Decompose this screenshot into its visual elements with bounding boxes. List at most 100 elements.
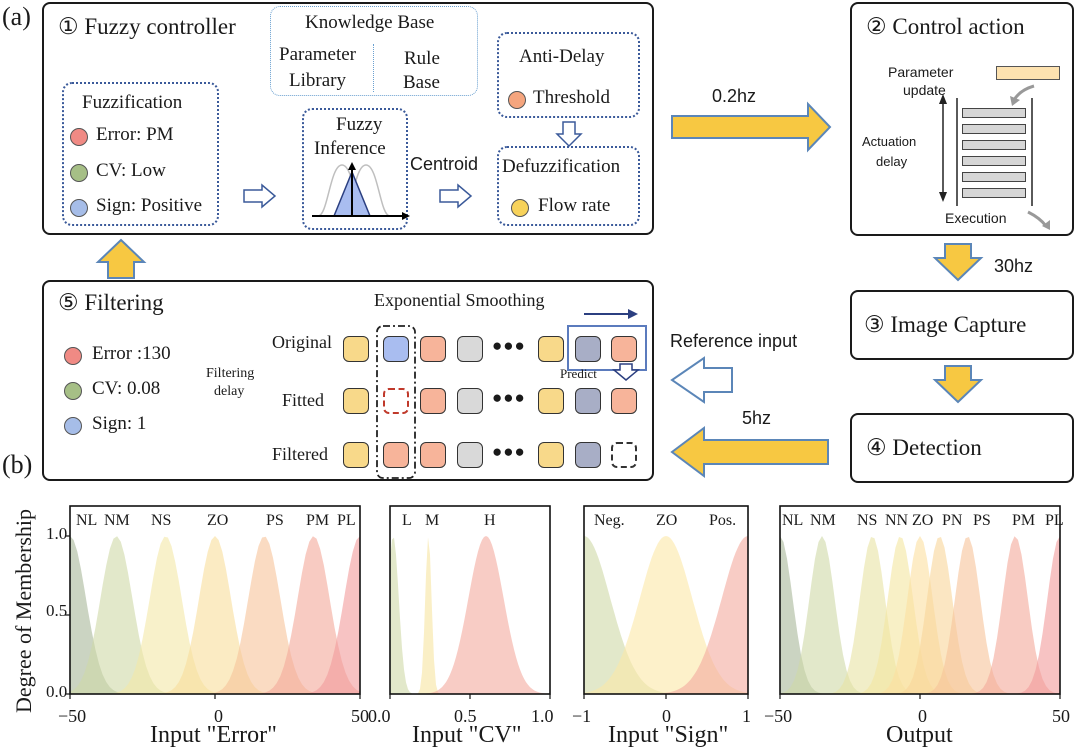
membership-curve [584,536,748,694]
sample-square [420,442,446,468]
set-label: NM [104,512,130,529]
ellipsis-dots: ●●● [492,336,526,355]
execution-label: Execution [945,210,1007,226]
error-dot-icon [64,347,82,365]
set-label: PM [306,512,330,529]
queue-slot [962,188,1026,198]
parameter-library-line1: Parameter [279,44,357,65]
row-label-filtered: Filtered [272,444,328,464]
threshold-dot-icon [508,91,526,109]
anti-delay-title: Anti-Delay [519,46,605,67]
sample-square [611,336,637,362]
queue-slot [962,172,1026,182]
set-label: L [402,512,412,529]
sample-square [420,336,446,362]
row-label-fitted: Fitted [282,390,325,410]
sample-square [457,336,483,362]
sample-square [343,336,369,362]
membership-curve [70,536,360,694]
queue-slot [962,156,1026,166]
filtering-error: Error :130 [92,343,171,364]
predict-label: Predict [560,366,597,381]
y-tick: 0.0 [46,682,68,701]
x-tick: −50 [764,706,793,726]
membership-curve [780,537,1060,694]
set-label: NS [151,512,172,529]
filtering-delay-line1: Filtering [206,366,255,381]
sample-square [383,336,409,362]
knowledge-base-title: Knowledge Base [305,12,435,33]
sample-square [611,388,637,414]
chart-title-error: Input "Error" [150,722,277,748]
set-label: NN [885,512,909,529]
queue-slot [962,140,1026,150]
rate-detection-to-filter: 5hz [742,408,772,428]
detection-title: ④ Detection [866,435,982,460]
x-tick: 0.0 [368,706,391,726]
x-tick: −1 [572,706,592,726]
flow-rate-dot-icon [511,199,529,217]
fuzzification-sign: Sign: Positive [96,195,203,216]
set-label: PM [1012,512,1036,529]
membership-curve [390,537,550,694]
defuzzification-title: Defuzzification [502,156,621,177]
filtering-title: ⑤ Filtering [58,290,164,315]
y-tick: 1.0 [46,524,68,543]
sample-square [420,388,446,414]
filtering-delay-line2: delay [214,384,245,399]
exponential-smoothing-title: Exponential Smoothing [374,290,545,310]
parameter-update-line1: Parameter [888,64,954,80]
set-label: ZO [912,512,934,529]
x-tick: −50 [58,706,87,726]
set-label: NS [857,512,878,529]
set-label: PL [337,512,356,529]
x-tick: 0 [214,706,223,726]
predicted-sample-square [611,442,637,468]
parameter-update-line2: update [903,82,946,98]
x-tick: 1 [742,706,751,726]
missing-sample-square [383,388,409,414]
detection-panel [850,413,1074,483]
image-capture-title: ③ Image Capture [864,312,1027,337]
x-tick: 0 [662,706,671,726]
rate-action-to-capture: 30hz [994,256,1034,276]
x-tick: 1.0 [531,706,554,726]
parameter-update-block [996,66,1060,80]
membership-curve [70,536,360,694]
cv-dot-icon [64,382,82,400]
ellipsis-dots: ●●● [492,442,526,461]
sample-square [343,388,369,414]
x-tick: 50 [1052,706,1070,726]
filtering-cv: CV: 0.08 [92,378,161,399]
set-label: Neg. [594,512,625,529]
sample-square [575,336,601,362]
fuzzification-error: Error: PM [96,124,174,145]
sample-square [343,442,369,468]
fuzzy-inference-line2: Inference [314,138,386,159]
set-label: NM [810,512,836,529]
row-label-original: Original [272,332,332,352]
ellipsis-dots: ●●● [492,388,526,407]
defuzzification-box [497,146,640,226]
set-label: ZO [656,512,678,529]
image-capture-panel [850,290,1074,360]
anti-delay-box [497,32,640,118]
fuzzification-title: Fuzzification [82,92,183,113]
rate-fuzzy-to-action: 0.2hz [712,86,757,106]
chart-title-cv: Input "CV" [412,722,522,748]
membership-curve [780,536,1060,694]
actuation-delay-line1: Actuation [862,134,917,149]
error-dot-icon [70,128,88,146]
sample-square [575,388,601,414]
centroid-label: Centroid [410,154,479,174]
set-label: PN [942,512,963,529]
set-label: NL [782,512,804,529]
knowledge-base-box [270,6,478,96]
fuzzification-box [62,82,219,226]
x-tick: 0.5 [454,706,477,726]
